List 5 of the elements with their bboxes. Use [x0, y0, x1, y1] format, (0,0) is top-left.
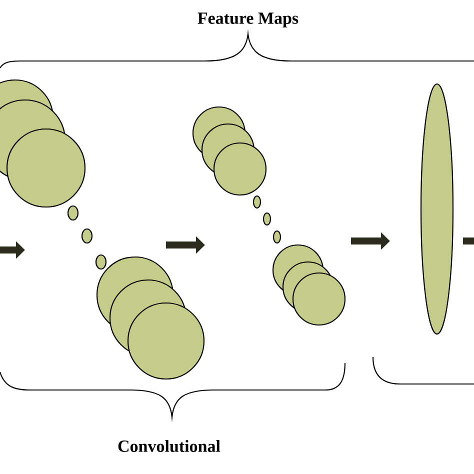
ellipse [420, 83, 454, 335]
heading: Feature Maps [198, 12, 298, 28]
feature-map-drawing [192, 106, 346, 326]
feature-map-drawing [0, 79, 205, 380]
heading: Convolutional [118, 440, 220, 452]
